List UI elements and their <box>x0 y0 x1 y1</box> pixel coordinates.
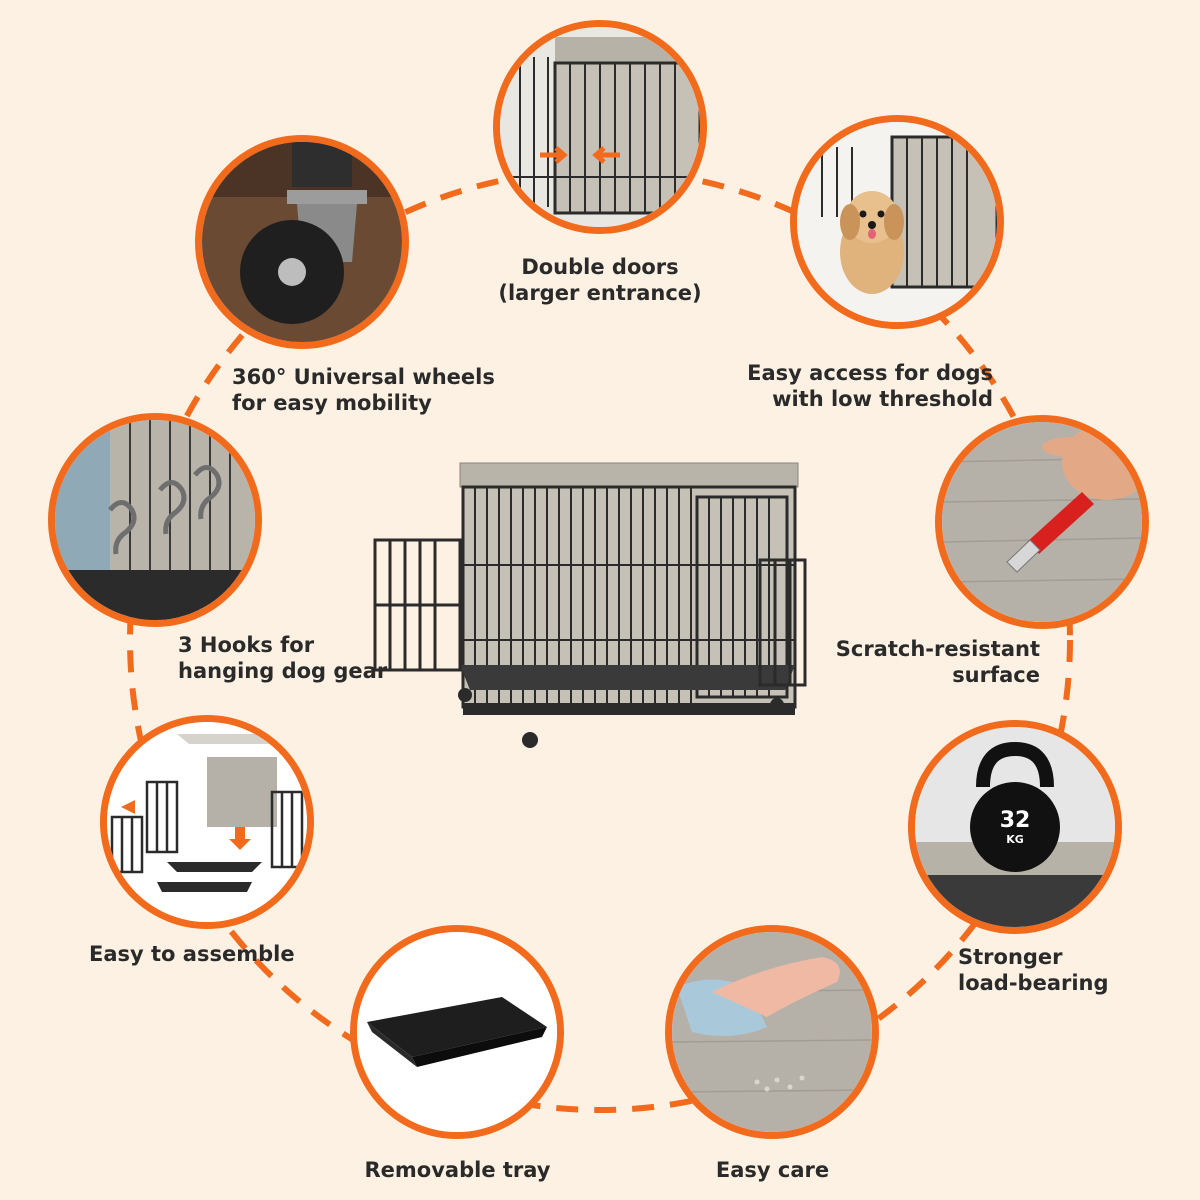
caption-scratch-resistant: Scratch-resistant surface <box>835 637 1040 687</box>
caption-easy-care: Easy care <box>715 1158 830 1182</box>
caption-removable-tray: Removable tray <box>364 1158 551 1182</box>
dog-photo-icon <box>790 115 1004 329</box>
weight-number: 32 <box>1000 808 1031 833</box>
weight-unit: KG <box>1006 833 1024 846</box>
caption-double-doors: Double doors (larger entrance) <box>498 255 702 305</box>
assembly-diagram-icon <box>100 715 314 929</box>
double-door-icon <box>493 20 707 234</box>
hook-icon <box>48 413 262 627</box>
kettlebell-icon: 32 KG <box>908 720 1122 934</box>
utility-knife-icon <box>935 415 1149 629</box>
caption-easy-access: Easy access for dogs with low threshold <box>747 361 993 411</box>
caption-hooks: 3 Hooks for hanging dog gear <box>178 633 388 683</box>
caption-load-bearing: Stronger load-bearing <box>958 945 1109 995</box>
dog-crate-illustration <box>373 462 807 748</box>
wiping-cloth-icon <box>665 925 879 1139</box>
caption-wheels: 360° Universal wheels for easy mobility <box>232 365 495 415</box>
caption-easy-assemble: Easy to assemble <box>89 942 295 966</box>
tray-icon <box>350 925 564 1139</box>
caster-wheel-icon <box>195 135 409 349</box>
